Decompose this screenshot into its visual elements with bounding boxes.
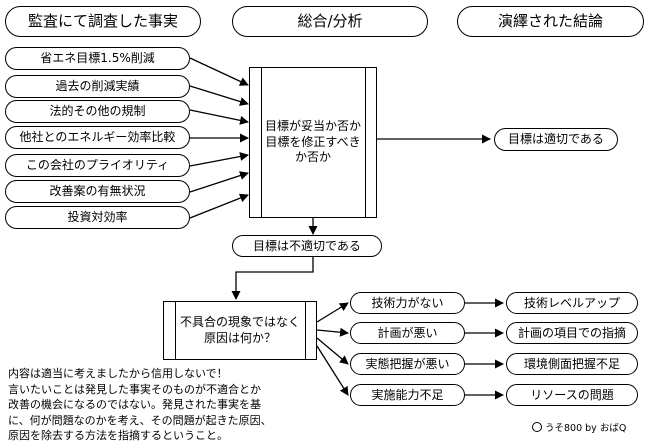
main-question-inner-right — [365, 67, 366, 218]
note-line: 改善の機会になるのではない。発見された事実を基 — [8, 398, 261, 411]
credit-text: うそ800 by おばQ — [545, 423, 627, 434]
main-question-inner-left — [261, 67, 262, 218]
arrow-fact-3 — [189, 109, 249, 125]
fact-pill-7: 投資対効率 — [5, 206, 190, 229]
result-ng-pill: 目標は不適切である — [232, 235, 382, 257]
arrow-cause-4 — [316, 345, 349, 396]
arrow-to-cause — [231, 257, 314, 300]
main-question-text: 目標が妥当か否か目標を修正すべきか否か — [264, 119, 361, 165]
copyright-icon — [532, 422, 542, 432]
arrow-fact-2 — [189, 85, 249, 106]
credit: うそ800 by おばQ — [532, 420, 626, 434]
arrow-cause-1 — [316, 302, 349, 323]
fact-pill-5: この会社のプライオリティ — [5, 154, 190, 177]
cause-pill-1: 技術力がない — [350, 292, 465, 314]
fact-pill-3: 法的その他の規制 — [5, 100, 190, 123]
arrow-fact-5 — [189, 152, 249, 167]
arrow-fact-1 — [189, 57, 249, 86]
arrow-fact-6 — [189, 171, 249, 193]
fact-pill-4: 他社とのエネルギー効率比較 — [5, 126, 190, 149]
cause-question-inner-right — [305, 301, 306, 360]
cause-question-inner-left — [175, 301, 176, 360]
header-analysis: 総合/分析 — [232, 6, 428, 37]
cause-pill-4: 実施能力不足 — [350, 384, 465, 406]
explanation-note: 内容は適当に考えましたから信用しないで！ 言いたいことは発見した事実そのものが不… — [8, 366, 272, 444]
note-line: 内容は適当に考えましたから信用しないで！ — [8, 367, 228, 380]
fact-pill-6: 改善案の有無状況 — [5, 180, 190, 203]
cause-question-text: 不具合の現象ではなく原因は何か？ — [180, 314, 301, 345]
cause-pill-3: 実態把握が悪い — [350, 353, 465, 375]
fact-pill-1: 省エネ目標1.5%削減 — [5, 47, 190, 70]
remedy-pill-2: 計画の項目での指摘 — [506, 322, 638, 344]
note-line: に、何が問題なのかを考え、その問題が起きた原因、 — [8, 413, 272, 427]
fact-pill-2: 過去の削減実績 — [5, 75, 190, 98]
remedy-pill-3: 環境側面把握不足 — [506, 353, 638, 375]
cause-question-box: 不具合の現象ではなく原因は何か？ — [163, 301, 317, 360]
cause-pill-2: 計画が悪い — [350, 322, 465, 344]
result-ok-pill: 目標は適切である — [494, 128, 618, 151]
arrow-cause-3 — [316, 337, 349, 365]
main-question-box: 目標が妥当か否か目標を修正すべきか否か — [249, 67, 377, 218]
note-line: 言いたいことは発見した事実そのものが不適合とか — [8, 382, 261, 396]
header-audit-facts: 監査にて調査した事実 — [5, 6, 201, 37]
arrow-cause-2 — [316, 327, 349, 337]
header-conclusion: 演繹された結論 — [457, 6, 644, 37]
remedy-pill-1: 技術レベルアップ — [506, 292, 638, 314]
arrow-fact-7 — [189, 193, 249, 219]
remedy-pill-4: リソースの問題 — [506, 384, 638, 406]
note-line: 原因を除去する方法を指摘するということ。 — [8, 429, 228, 442]
